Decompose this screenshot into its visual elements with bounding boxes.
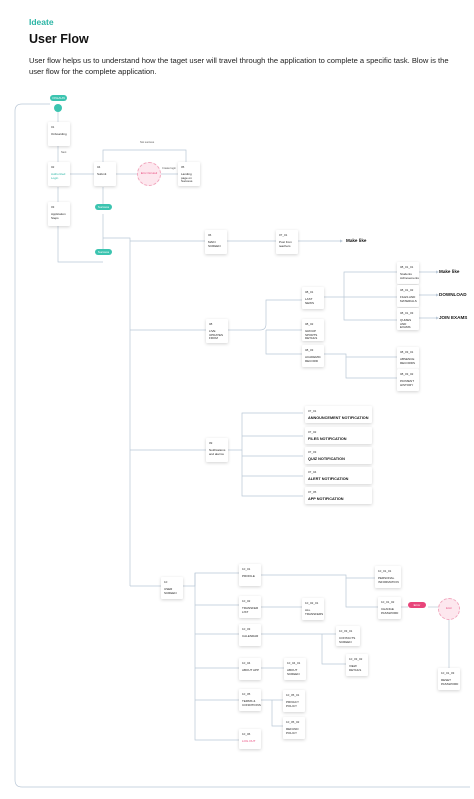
notif-announcement[interactable]: 07_01 ANNOUNCEMENT NOTIFICATION: [305, 406, 372, 423]
node-notifications[interactable]: 09 Notifications and alarms: [206, 438, 228, 462]
output-make-like-2: Make like: [439, 269, 460, 274]
node-profile[interactable]: 10_01 PROFILE: [239, 564, 261, 586]
notif-alert[interactable]: 07_04 ALERT NOTIFICATION: [305, 467, 372, 484]
node-last-news[interactable]: 08_01 LAST NEWS: [302, 287, 324, 309]
notif-files[interactable]: 07_02 FILES NOTIFICATION: [305, 427, 372, 444]
node-transfer-list[interactable]: 10_02 TRANSFER LIST: [239, 596, 261, 618]
node-post-from-teachers[interactable]: 07_01 Post from teachers: [276, 230, 298, 254]
pill-error: Error: [408, 602, 426, 608]
edge-label-not-success: Not success: [140, 141, 155, 144]
start-dot: [54, 104, 62, 112]
node-onboarding[interactable]: 01 Onboarding: [48, 122, 70, 146]
node-main-screen[interactable]: 06 MAIN SCREEN: [205, 230, 227, 254]
node-submit[interactable]: 04 Submit: [94, 162, 116, 186]
section-eyebrow: Ideate: [29, 17, 54, 27]
node-students-achievements[interactable]: 08_01_01 Students Achievements: [397, 262, 419, 284]
node-all-transfers[interactable]: 10_02_01 ALL TRANSFERS: [302, 598, 324, 620]
error-circle: Error Occured: [137, 162, 161, 186]
start-label: ONLAUN: [50, 95, 67, 101]
node-group-sports[interactable]: 08_02 GROUP SPORTS DETAILS: [302, 319, 324, 341]
notif-quiz[interactable]: 07_03 QUIZ NOTIFICATION: [305, 447, 372, 464]
node-contacts-screen[interactable]: 10_03_01 CONTACTS SCREEN: [336, 626, 360, 646]
node-authorized-login[interactable]: 02 Authorized Login: [48, 162, 70, 186]
node-academic-record[interactable]: 08_03 ACADEMIC RECORD: [302, 345, 324, 367]
node-quizes-exams[interactable]: 08_01_03 QUIZES AND EXAMS: [397, 308, 419, 330]
node-log-out[interactable]: 10_06 LOG OUT: [239, 729, 261, 749]
output-download: DOWNLOAD: [439, 292, 467, 297]
node-user-screen[interactable]: 10 USER SCREEN: [161, 577, 183, 599]
node-absence-records[interactable]: 08_03_01 ABSENCE RECORDS: [397, 347, 419, 369]
node-landing-page[interactable]: 05 Landing page on Success: [178, 162, 200, 186]
node-calendar[interactable]: 10_03 CALENDAR: [239, 624, 261, 646]
node-change-password[interactable]: 10_01_02 CHANGE PASSWORD: [378, 597, 401, 619]
notif-app[interactable]: 07_05 APP NOTIFICATION: [305, 487, 372, 504]
output-make-like-1: Make like: [346, 238, 367, 243]
node-files-materials[interactable]: 08_01_02 FILES AND MATERIALS: [397, 285, 419, 307]
node-about-app[interactable]: 10_04 ABOUT APP: [239, 658, 261, 680]
edge-label-next: Next: [61, 151, 67, 154]
node-application-steps[interactable]: 03 Application Steps: [48, 202, 70, 226]
output-join-exams: JOIN EXAMS: [439, 315, 468, 320]
node-payment-history[interactable]: 08_03_02 PAYMENT HISTORY: [397, 369, 419, 391]
pill-success-1: Success: [95, 204, 112, 210]
node-view-details[interactable]: 10_03_02 VIEW DETAILS: [346, 654, 368, 676]
node-about-screen[interactable]: 10_04_01 ABOUT SCREEN: [284, 658, 306, 680]
page-description: User flow helps us to understand how the…: [29, 56, 449, 76]
node-refund-policy[interactable]: 10_05_02 REFUND POLICY: [283, 717, 305, 739]
node-reset-password[interactable]: 10_01_03 RESET PASSWORD: [438, 668, 460, 690]
node-terms-conditions[interactable]: 10_05 TERMS & CONDITIONS: [239, 689, 261, 711]
node-live-updates[interactable]: 08 LIVE UPDATES FROM: [206, 319, 228, 343]
pill-success-2: Success: [95, 249, 112, 255]
page-title: User Flow: [29, 32, 89, 46]
node-privacy-policy[interactable]: 10_05_01 PRIVACY POLICY: [283, 690, 305, 712]
error-circle-2: Error: [438, 598, 460, 620]
edge-label-create-login: Create login: [162, 167, 176, 170]
node-personal-information[interactable]: 10_01_01 PERSONAL INFORMATION: [375, 566, 401, 588]
